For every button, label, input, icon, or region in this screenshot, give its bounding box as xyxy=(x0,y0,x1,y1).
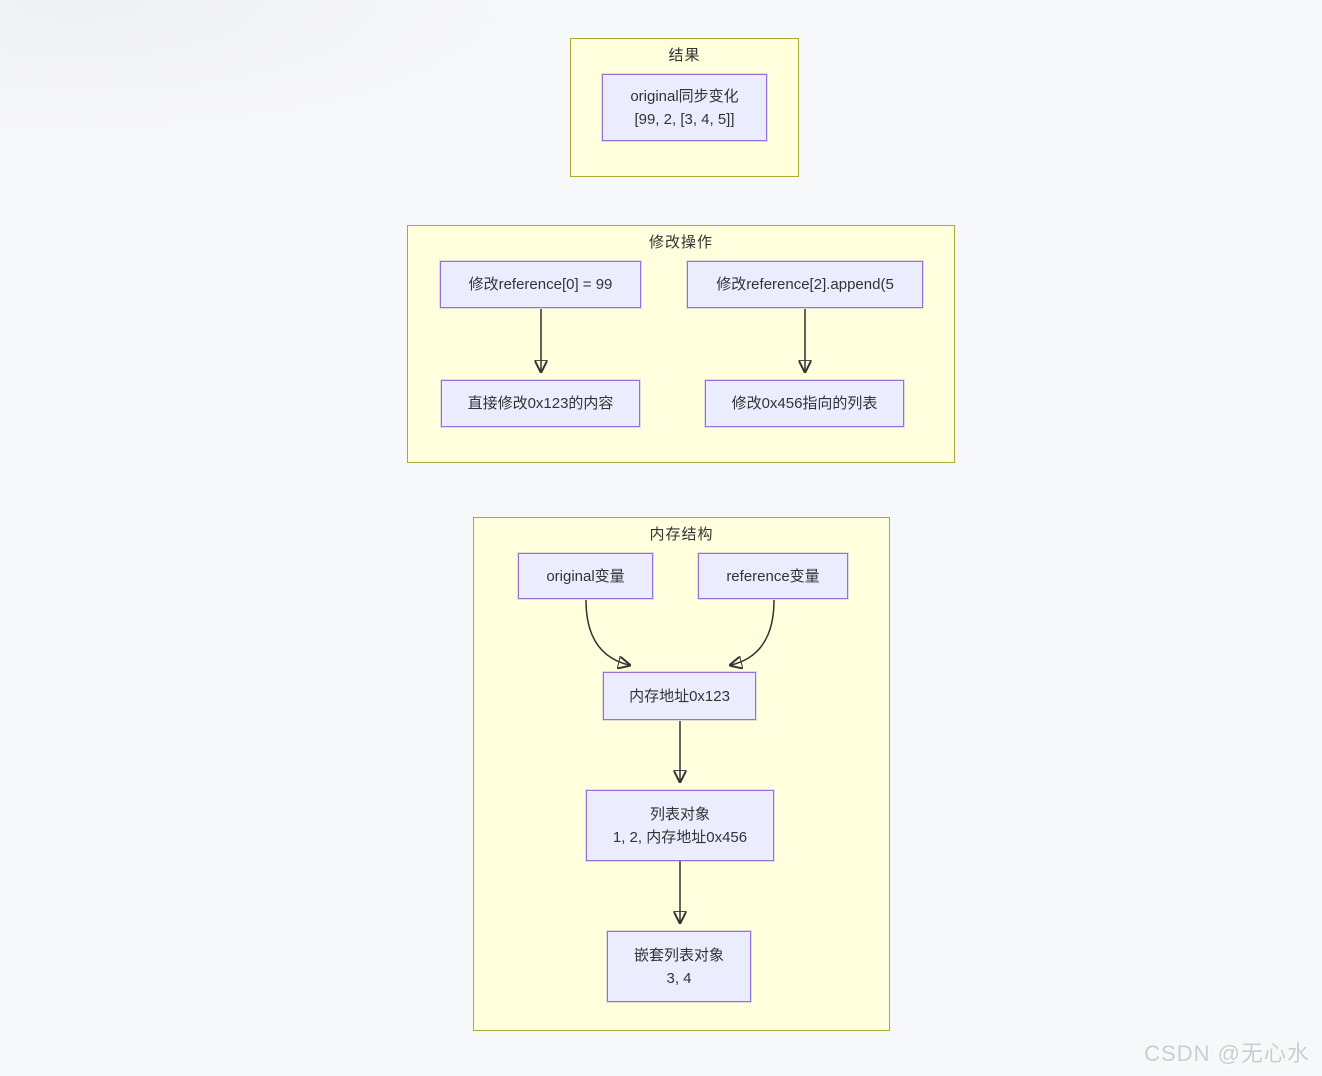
node-result-line2: [99, 2, [3, 4, 5]] xyxy=(634,110,735,128)
node-original-var-label: original变量 xyxy=(546,567,625,585)
node-op-ref2-label: 修改reference[2].append(5 xyxy=(716,276,894,293)
cluster-memory-title: 内存结构 xyxy=(649,526,714,543)
node-op-ref0: 修改reference[0] = 99 xyxy=(440,261,641,308)
node-result: original同步变化 [99, 2, [3, 4, 5]] xyxy=(602,74,767,141)
node-nested-list-line2: 3, 4 xyxy=(666,969,692,987)
node-original-var: original变量 xyxy=(518,553,653,599)
csdn-watermark: CSDN @无心水 xyxy=(1144,1041,1310,1066)
cluster-operations-title: 修改操作 xyxy=(648,234,713,251)
node-op-ref0-label: 修改reference[0] = 99 xyxy=(468,276,613,293)
node-effect-0x123: 直接修改0x123的内容 xyxy=(441,380,640,427)
edge-original-var-to-addr-0x123 xyxy=(585,599,629,665)
node-result-line1: original同步变化 xyxy=(630,87,739,105)
node-effect-0x456-label: 修改0x456指向的列表 xyxy=(731,395,878,412)
node-effect-0x456: 修改0x456指向的列表 xyxy=(705,380,904,427)
node-nested-list-line1: 嵌套列表对象 xyxy=(633,946,724,964)
node-nested-list: 嵌套列表对象 3, 4 xyxy=(607,931,751,1002)
node-list-obj-line2: 1, 2, 内存地址0x456 xyxy=(612,828,748,846)
edge-reference-var-to-addr-0x123 xyxy=(731,599,775,665)
node-reference-var-label: reference变量 xyxy=(726,567,820,585)
node-effect-0x123-label: 直接修改0x123的内容 xyxy=(467,395,614,412)
node-op-ref2: 修改reference[2].append(5 xyxy=(687,261,923,308)
node-list-obj-line1: 列表对象 xyxy=(649,805,710,823)
node-addr-0x123: 内存地址0x123 xyxy=(603,672,756,720)
node-list-obj: 列表对象 1, 2, 内存地址0x456 xyxy=(586,790,774,861)
node-addr-0x123-label: 内存地址0x123 xyxy=(629,687,730,705)
node-reference-var: reference变量 xyxy=(698,553,848,599)
cluster-result-title: 结果 xyxy=(668,47,701,64)
